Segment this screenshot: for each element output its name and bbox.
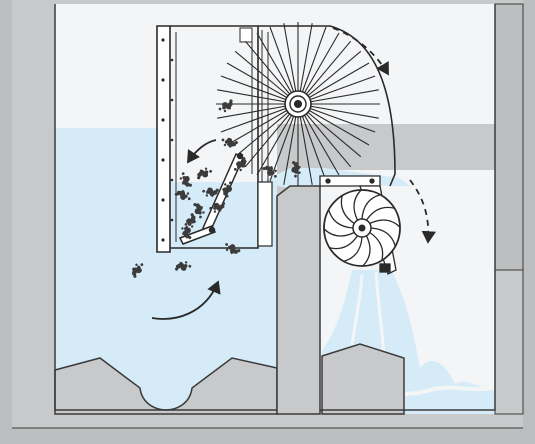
wheel-blade — [329, 235, 359, 250]
wheel-blade — [362, 235, 371, 267]
central-pier — [276, 185, 321, 415]
wheel-blade — [340, 195, 355, 225]
wheel-blade — [353, 189, 362, 221]
right-upper-wall — [494, 3, 524, 271]
paddle-wheel-icon — [323, 189, 401, 267]
wheel-blade — [370, 227, 396, 247]
water-streaks — [350, 271, 386, 356]
wheel-blade — [361, 194, 381, 220]
frame-rivets — [161, 38, 174, 242]
right-lower-wall — [494, 269, 524, 415]
inflow-arrow — [151, 280, 221, 320]
wheel-blade — [328, 209, 354, 229]
wheel-rotation-arrow — [409, 179, 436, 244]
wheel-blade — [369, 219, 401, 228]
screen-frame — [156, 25, 396, 253]
debris-return-arrow — [187, 139, 217, 164]
wheel-blade — [323, 228, 355, 237]
wheel-blade — [365, 206, 395, 221]
rotating-screen-rake-icon — [216, 22, 380, 186]
wheel-blade — [369, 231, 384, 261]
chamber-outline — [54, 4, 496, 411]
wheel-blade — [343, 236, 363, 262]
rake-rotation-arrow — [332, 27, 389, 76]
right-floor-step — [321, 343, 405, 415]
rake-arm — [178, 152, 244, 245]
